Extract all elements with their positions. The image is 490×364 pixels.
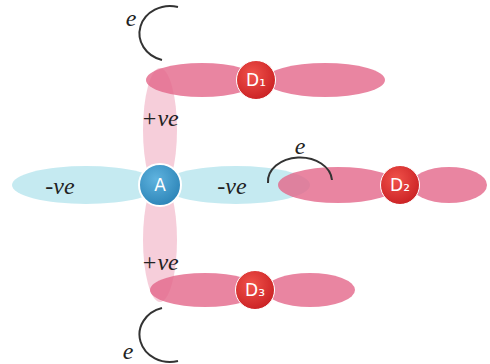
donor-lobe — [265, 273, 355, 307]
atom-symbol: A — [154, 177, 166, 194]
charge-label: +ve — [141, 250, 179, 274]
atom-symbol: D₁ — [246, 72, 266, 89]
charge-label: -ve — [45, 174, 74, 198]
electron-label: e — [123, 339, 134, 363]
donation-arc — [139, 308, 178, 362]
acceptor-atom: A — [138, 163, 182, 207]
atom-symbol: D₃ — [245, 282, 265, 299]
donor-atom: D₂ — [380, 165, 420, 205]
electron-label: e — [295, 134, 306, 158]
donation-arc — [268, 157, 332, 183]
donor-atom: D₃ — [235, 270, 275, 310]
donor-lobe — [411, 167, 487, 203]
donation-arc — [139, 6, 178, 60]
electron-label: e — [126, 6, 137, 30]
donor-atom: D₁ — [236, 60, 276, 100]
atom-symbol: D₂ — [390, 177, 410, 194]
charge-label: +ve — [141, 106, 179, 130]
donor-lobe — [265, 63, 385, 97]
charge-label: -ve — [217, 174, 246, 198]
